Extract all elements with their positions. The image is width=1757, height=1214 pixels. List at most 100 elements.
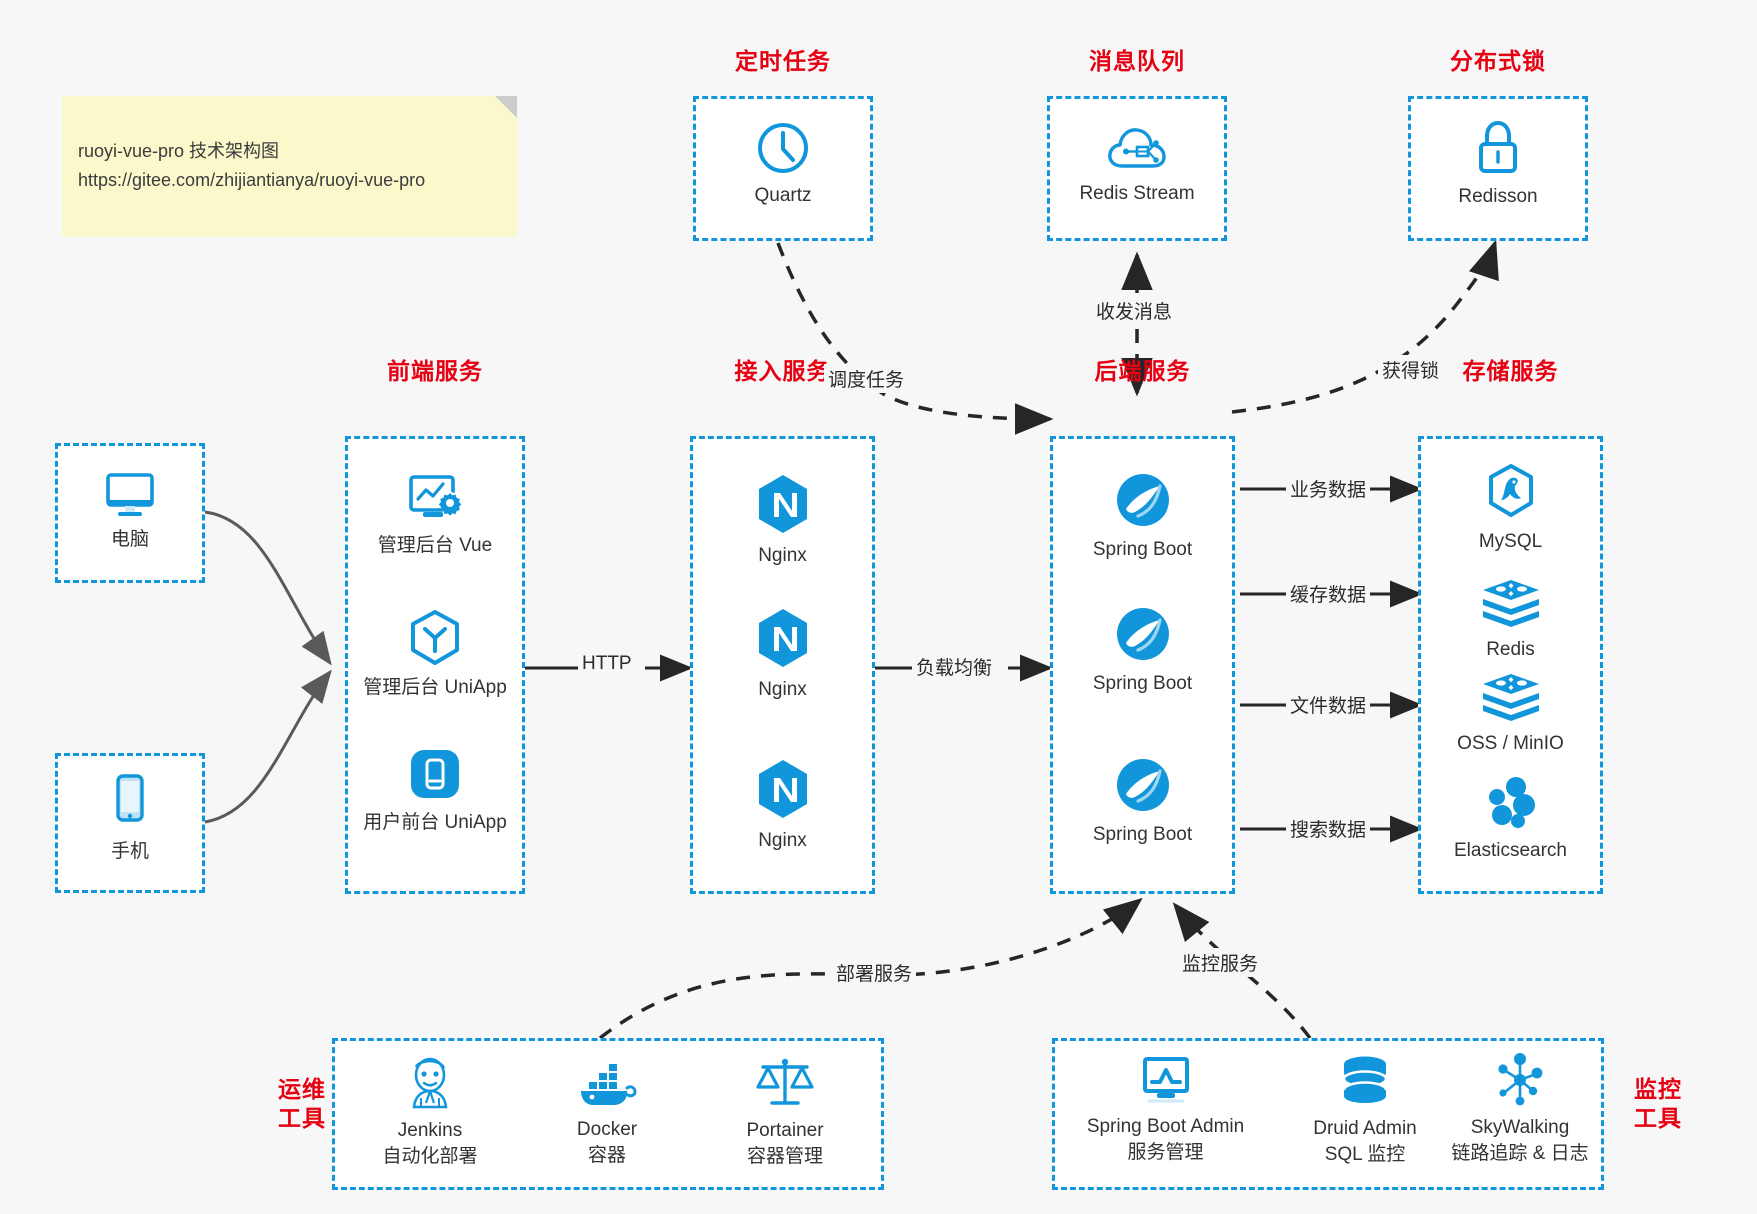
group-message-queue[interactable] bbox=[1047, 96, 1227, 241]
node-user-uniapp[interactable]: 用户前台 UniApp bbox=[345, 745, 525, 836]
edge-label-business-data: 业务数据 bbox=[1286, 474, 1371, 503]
app-rounded-icon bbox=[406, 745, 464, 803]
group-devops[interactable] bbox=[332, 1038, 884, 1190]
database-stack-icon bbox=[1337, 1055, 1393, 1109]
mobile-phone-icon bbox=[108, 772, 152, 832]
group-title-storage: 存储服务 bbox=[1462, 358, 1559, 384]
node-oss-minio[interactable]: OSS / MinIO bbox=[1418, 672, 1603, 757]
redis-stack-icon bbox=[1480, 578, 1542, 630]
node-nginx-2[interactable]: Nginx bbox=[690, 606, 875, 703]
node-jenkins[interactable]: Jenkins 自动化部署 bbox=[345, 1055, 515, 1169]
group-monitoring[interactable] bbox=[1052, 1038, 1604, 1190]
node-mysql[interactable]: MySQL bbox=[1418, 462, 1603, 555]
group-distributed-lock[interactable] bbox=[1408, 96, 1588, 241]
node-redisson[interactable]: Redisson bbox=[1408, 119, 1588, 210]
nginx-icon bbox=[754, 757, 812, 821]
nginx-icon bbox=[754, 606, 812, 670]
node-label-oss-minio: OSS / MinIO bbox=[1457, 733, 1564, 754]
node-label-user-uniapp: 用户前台 UniApp bbox=[363, 812, 507, 833]
cloud-network-icon bbox=[1106, 122, 1168, 174]
node-label-mysql: MySQL bbox=[1478, 531, 1543, 552]
group-title-frontend: 前端服务 bbox=[387, 358, 483, 384]
edge-label-search-data: 搜索数据 bbox=[1286, 814, 1371, 843]
docker-whale-icon bbox=[575, 1062, 639, 1110]
padlock-icon bbox=[1472, 119, 1524, 177]
node-label-elasticsearch: Elasticsearch bbox=[1454, 840, 1567, 861]
node-druid-admin[interactable]: Druid Admin SQL 监控 bbox=[1275, 1055, 1455, 1167]
note-text: ruoyi-vue-pro 技术架构图 https://gitee.com/zh… bbox=[78, 140, 426, 190]
node-portainer[interactable]: Portainer 容器管理 bbox=[700, 1055, 870, 1169]
node-label-jenkins: Jenkins 自动化部署 bbox=[382, 1120, 478, 1167]
group-scheduler[interactable] bbox=[693, 96, 873, 241]
node-admin-vue[interactable]: 管理后台 Vue bbox=[345, 472, 525, 559]
note-fold-corner bbox=[495, 96, 517, 118]
node-label-computer: 电脑 bbox=[110, 529, 149, 550]
node-spring-boot-3[interactable]: Spring Boot bbox=[1050, 755, 1235, 848]
node-redis[interactable]: Redis bbox=[1418, 578, 1603, 663]
node-computer[interactable]: 电脑 bbox=[55, 470, 205, 553]
nginx-icon bbox=[754, 472, 812, 536]
group-title-distributed-lock: 分布式锁 bbox=[1450, 48, 1546, 74]
group-backend[interactable] bbox=[1050, 436, 1235, 894]
node-spring-boot-2[interactable]: Spring Boot bbox=[1050, 604, 1235, 697]
uniapp-cube-icon bbox=[406, 608, 464, 668]
node-skywalking[interactable]: SkyWalking 链路追踪 & 日志 bbox=[1440, 1052, 1600, 1166]
edge-label-schedule-task: 调度任务 bbox=[824, 364, 909, 393]
node-redis-stream[interactable]: Redis Stream bbox=[1047, 122, 1227, 207]
node-quartz[interactable]: Quartz bbox=[693, 120, 873, 209]
jenkins-butler-icon bbox=[402, 1055, 458, 1111]
group-title-devops: 运维 工具 bbox=[278, 1076, 326, 1132]
edge-computer-to-frontend bbox=[204, 510, 332, 666]
node-admin-uniapp[interactable]: 管理后台 UniApp bbox=[345, 608, 525, 701]
node-label-nginx-3: Nginx bbox=[758, 830, 807, 851]
spring-boot-icon bbox=[1113, 604, 1173, 664]
node-label-docker: Docker 容器 bbox=[576, 1119, 638, 1166]
node-nginx-3[interactable]: Nginx bbox=[690, 757, 875, 854]
node-elasticsearch[interactable]: Elasticsearch bbox=[1418, 775, 1603, 864]
node-label-spring-boot-1: Spring Boot bbox=[1092, 539, 1193, 560]
edge-label-acquire-lock: 获得锁 bbox=[1378, 355, 1444, 384]
node-label-phone: 手机 bbox=[110, 841, 149, 862]
mysql-icon bbox=[1483, 462, 1539, 522]
node-label-spring-boot-3: Spring Boot bbox=[1092, 824, 1193, 845]
portainer-scales-icon bbox=[755, 1055, 815, 1111]
group-title-scheduler: 定时任务 bbox=[735, 48, 831, 74]
node-label-nginx-1: Nginx bbox=[758, 545, 807, 566]
node-spring-boot-admin[interactable]: Spring Boot Admin 服务管理 bbox=[1058, 1055, 1273, 1165]
node-label-redis: Redis bbox=[1486, 639, 1535, 660]
architecture-note: ruoyi-vue-pro 技术架构图 https://gitee.com/zh… bbox=[62, 96, 517, 238]
edge-label-http: HTTP bbox=[578, 652, 636, 676]
edge-quartz-to-backend bbox=[776, 242, 1054, 435]
edge-label-deploy-service: 部署服务 bbox=[832, 958, 917, 987]
edge-label-monitor-service: 监控服务 bbox=[1178, 948, 1263, 977]
node-label-nginx-2: Nginx bbox=[758, 679, 807, 700]
node-label-admin-uniapp: 管理后台 UniApp bbox=[363, 677, 507, 698]
node-label-admin-vue: 管理后台 Vue bbox=[377, 535, 493, 556]
node-label-redis-stream: Redis Stream bbox=[1079, 183, 1195, 204]
edge-phone-to-frontend bbox=[204, 669, 332, 824]
elasticsearch-icon bbox=[1482, 775, 1540, 831]
node-label-skywalking: SkyWalking 链路追踪 & 日志 bbox=[1451, 1117, 1589, 1164]
node-label-druid-admin: Druid Admin SQL 监控 bbox=[1313, 1118, 1417, 1165]
node-label-redisson: Redisson bbox=[1458, 186, 1538, 207]
edge-backend-to-redisson bbox=[1231, 239, 1499, 414]
node-label-spring-boot-admin: Spring Boot Admin 服务管理 bbox=[1086, 1116, 1245, 1163]
node-spring-boot-1[interactable]: Spring Boot bbox=[1050, 470, 1235, 563]
spring-boot-icon bbox=[1113, 755, 1173, 815]
node-label-quartz: Quartz bbox=[754, 185, 812, 206]
node-nginx-1[interactable]: Nginx bbox=[690, 472, 875, 569]
node-phone[interactable]: 手机 bbox=[55, 772, 205, 865]
skywalking-node-icon bbox=[1491, 1052, 1549, 1108]
clock-icon bbox=[755, 120, 811, 176]
group-title-message-queue: 消息队列 bbox=[1089, 48, 1185, 74]
node-label-spring-boot-2: Spring Boot bbox=[1092, 673, 1193, 694]
edge-label-send-receive-message: 收发消息 bbox=[1092, 296, 1177, 325]
vue-dashboard-icon bbox=[404, 472, 466, 526]
desktop-monitor-icon bbox=[102, 470, 158, 520]
node-label-portainer: Portainer 容器管理 bbox=[746, 1120, 824, 1167]
monitor-chart-icon bbox=[1136, 1055, 1196, 1107]
redis-stack-icon bbox=[1480, 672, 1542, 724]
group-title-backend: 后端服务 bbox=[1094, 358, 1191, 384]
node-docker[interactable]: Docker 容器 bbox=[522, 1062, 692, 1168]
